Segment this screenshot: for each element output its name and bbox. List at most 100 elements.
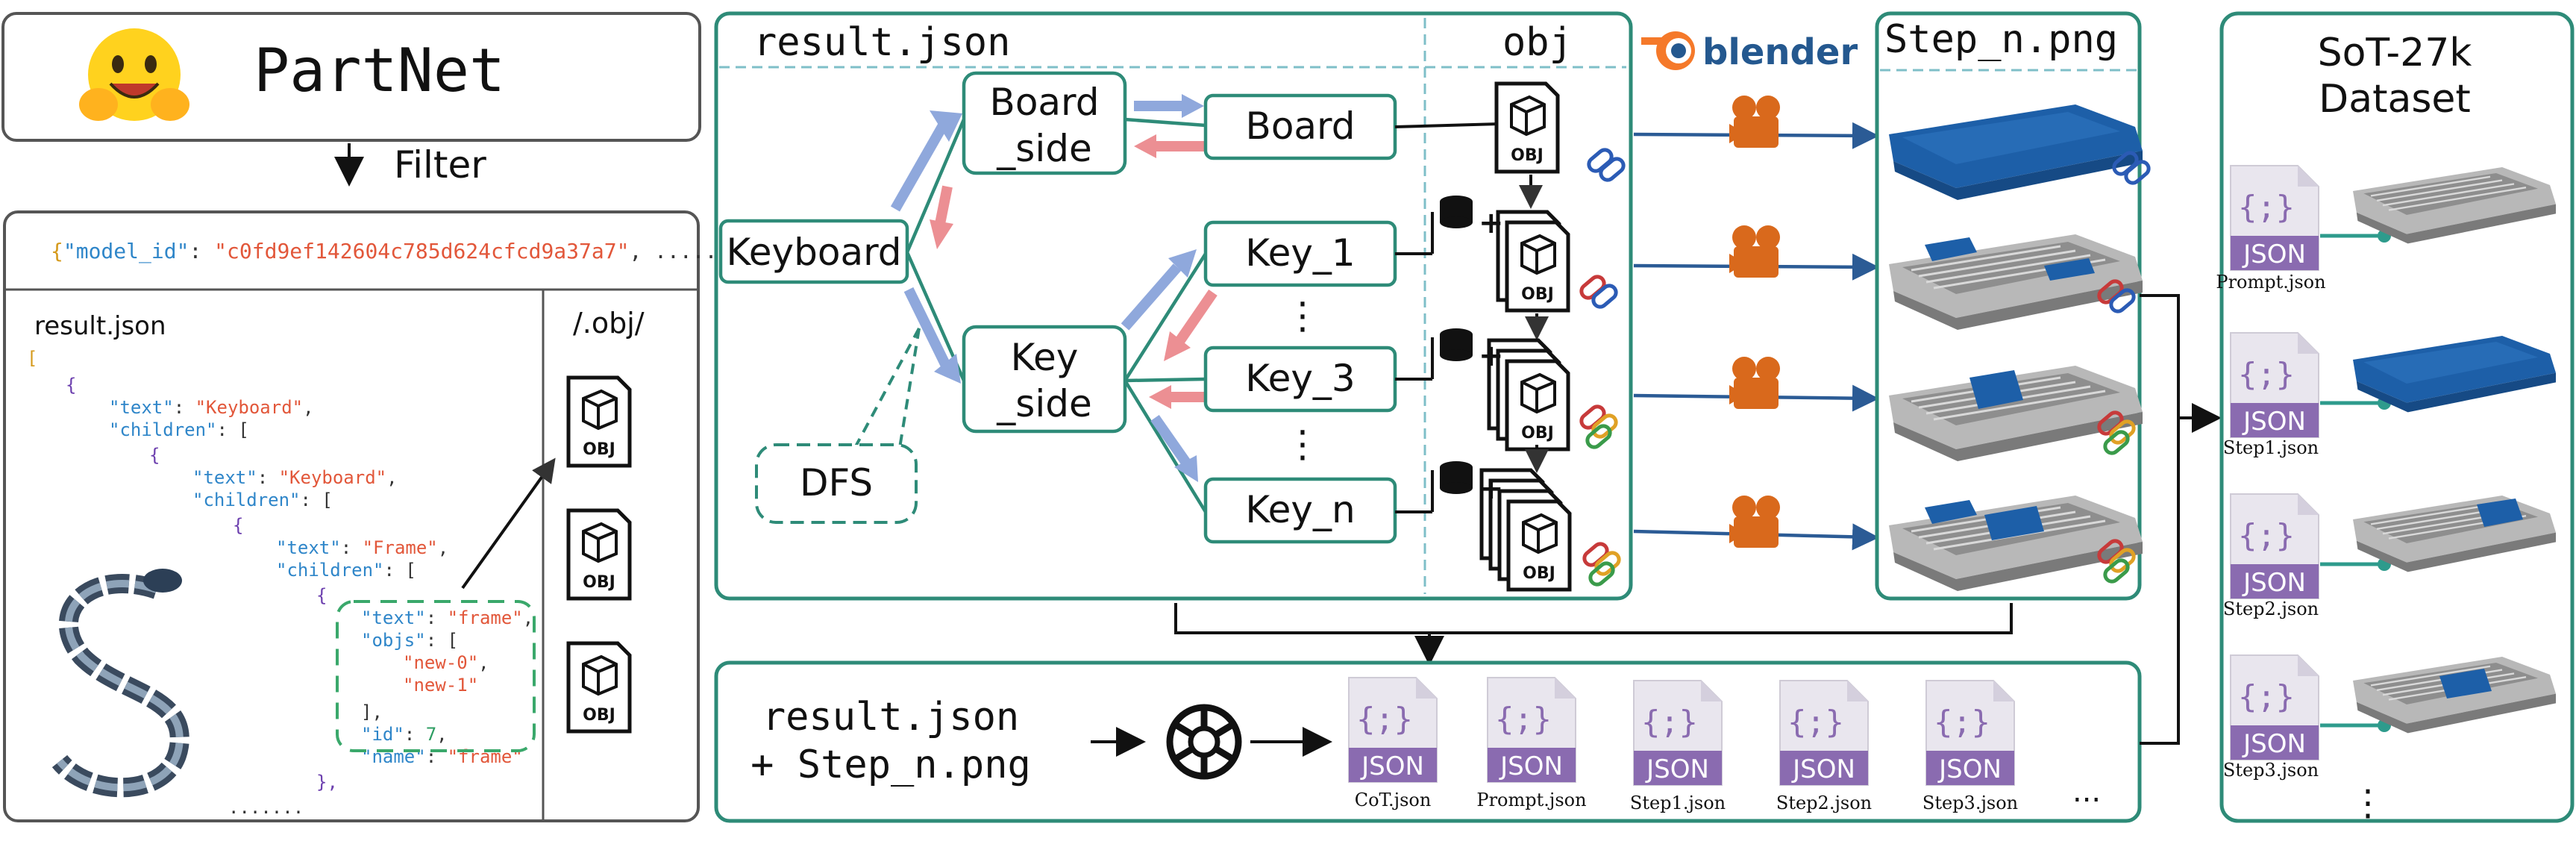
partnet-title: PartNet bbox=[254, 36, 505, 105]
dataset-title-line1: SoT-27k bbox=[2318, 31, 2472, 75]
json-file-icon bbox=[2230, 493, 2319, 599]
svg-text:.......: ....... bbox=[228, 797, 304, 818]
camera-icon bbox=[1729, 496, 1780, 548]
node-board-side: Board _side bbox=[962, 71, 1127, 175]
gpt-input-line1: result.json bbox=[762, 695, 1019, 740]
svg-text:"children": [: "children": [ bbox=[276, 560, 416, 581]
dataset-file-label: Step2.json bbox=[2223, 599, 2319, 619]
tree-header-result: result.json bbox=[753, 20, 1010, 65]
svg-text:"new-1": "new-1" bbox=[403, 675, 478, 696]
svg-text:_side: _side bbox=[996, 127, 1091, 170]
dataset-vertical-ellipsis: ⋮ bbox=[2350, 782, 2386, 824]
render-arrows bbox=[1633, 96, 1879, 551]
json-file-icon bbox=[2230, 165, 2319, 271]
model-id-value: "c0fd9ef142604c785d624cfcd9a37a7" bbox=[214, 239, 629, 263]
highlight-box bbox=[336, 600, 536, 752]
svg-text:{: { bbox=[316, 585, 327, 606]
partnet-header: PartNet bbox=[1, 12, 701, 142]
node-key-1: Key_1 bbox=[1203, 220, 1397, 287]
svg-text:Key: Key bbox=[1011, 336, 1079, 379]
gpt-file-label: CoT.json bbox=[1355, 790, 1432, 810]
svg-text:{: { bbox=[149, 445, 160, 466]
camera-icon bbox=[1729, 96, 1780, 148]
svg-text:Key_3: Key_3 bbox=[1245, 357, 1355, 400]
node-key-n: Key_n bbox=[1203, 477, 1397, 544]
svg-text:"children": [: "children": [ bbox=[109, 419, 249, 440]
svg-text:Board: Board bbox=[1246, 104, 1356, 148]
dataset-title-line2: Dataset bbox=[2319, 77, 2471, 122]
json-file-icon bbox=[1633, 680, 1723, 786]
obj-file-icon bbox=[568, 378, 630, 466]
dataset-file-label: Step1.json bbox=[2223, 437, 2319, 458]
svg-text:+: + bbox=[1479, 472, 1504, 506]
svg-text:"new-0",: "new-0", bbox=[403, 652, 489, 673]
obj-stack-1 bbox=[1498, 212, 1568, 310]
source-result-label: result.json bbox=[34, 311, 166, 341]
database-icon: + bbox=[1440, 196, 1504, 240]
gpt-file-label: Step1.json bbox=[1630, 793, 1726, 813]
svg-text:[: [ bbox=[27, 348, 37, 369]
dataset-panel: SoT-27k Dataset Prompt.json Step1.json S… bbox=[2216, 11, 2575, 824]
svg-text:"id": 7,: "id": 7, bbox=[361, 724, 448, 745]
json-file-icon bbox=[1779, 680, 1869, 786]
svg-text:"text": "frame",: "text": "frame", bbox=[361, 607, 533, 628]
svg-text:},: }, bbox=[316, 772, 338, 793]
obj-file-icon bbox=[568, 643, 630, 731]
model-id-line: {"model_id": "c0fd9ef142604c785d624cfcd9… bbox=[51, 239, 730, 264]
svg-text:Key_1: Key_1 bbox=[1245, 231, 1355, 275]
json-file-icon bbox=[1487, 677, 1576, 783]
svg-text:"text": "Keyboard",: "text": "Keyboard", bbox=[109, 397, 314, 418]
obj-dir-label: /.obj/ bbox=[573, 307, 645, 340]
svg-text:{: { bbox=[233, 515, 243, 536]
svg-text:],: ], bbox=[361, 701, 383, 722]
svg-text:+: + bbox=[1479, 339, 1504, 373]
svg-text:"text": "Keyboard",: "text": "Keyboard", bbox=[192, 467, 398, 488]
blender-logo: blender bbox=[1641, 31, 1858, 73]
svg-text:{: { bbox=[66, 375, 76, 396]
camera-icon bbox=[1729, 225, 1780, 278]
json-file-icon bbox=[2230, 332, 2319, 438]
svg-text:"text": "Frame",: "text": "Frame", bbox=[276, 537, 448, 558]
vertical-ellipsis: ⋮ bbox=[1284, 294, 1321, 337]
camera-icon bbox=[1729, 357, 1780, 409]
svg-text:"objs": [: "objs": [ bbox=[361, 630, 458, 651]
svg-text:Key_n: Key_n bbox=[1245, 488, 1355, 531]
svg-text:Keyboard: Keyboard bbox=[726, 231, 901, 274]
dfs-label: DFS bbox=[800, 461, 873, 504]
dataset-file-label: Prompt.json bbox=[2216, 272, 2325, 293]
obj-file-icon bbox=[568, 510, 630, 599]
gpt-file-label: Step2.json bbox=[1776, 793, 1872, 813]
dfs-box bbox=[755, 443, 918, 524]
node-board: Board bbox=[1203, 93, 1397, 160]
database-icon: + bbox=[1440, 328, 1504, 373]
gpt-panel: result.json + Step_n.png CoT.json Prompt… bbox=[714, 660, 2142, 823]
vertical-ellipsis: ⋮ bbox=[1284, 422, 1321, 466]
svg-text:_side: _side bbox=[996, 382, 1091, 425]
source-panel: {"model_id": "c0fd9ef142604c785d624cfcd9… bbox=[3, 210, 730, 822]
step-panel: Step_n.png bbox=[1875, 11, 2152, 601]
dfs-arrow-blue bbox=[890, 122, 948, 212]
node-key-3: Key_3 bbox=[1203, 346, 1397, 413]
svg-text:"children": [: "children": [ bbox=[192, 490, 333, 510]
tree-panel: result.json obj DFS bbox=[714, 11, 1633, 601]
model-id-tail: , ...... bbox=[629, 239, 730, 263]
json-file-icon bbox=[2230, 654, 2319, 760]
chain-logo-icon bbox=[51, 569, 189, 798]
database-icon: + bbox=[1440, 461, 1504, 506]
gpt-file-label: Step3.json bbox=[1922, 793, 2018, 813]
svg-text:Board: Board bbox=[990, 81, 1100, 124]
obj-file-icon bbox=[1497, 84, 1558, 172]
gpt-file-label: Prompt.json bbox=[1476, 790, 1586, 810]
openai-logo-icon bbox=[1166, 704, 1242, 780]
svg-text:+: + bbox=[1479, 206, 1504, 240]
filter-label: Filter bbox=[394, 143, 486, 187]
blender-label: blender bbox=[1702, 31, 1858, 73]
gpt-input-line2: + Step_n.png bbox=[750, 743, 1031, 787]
highlight-arrow bbox=[461, 457, 556, 590]
model-id-key: "model_id" bbox=[63, 239, 189, 264]
tree-header-obj: obj bbox=[1502, 20, 1573, 65]
json-file-icon bbox=[1348, 677, 1438, 783]
node-key-side: Key _side bbox=[962, 325, 1127, 434]
step-header: Step_n.png bbox=[1884, 17, 2118, 62]
dataset-file-label: Step3.json bbox=[2223, 760, 2319, 781]
